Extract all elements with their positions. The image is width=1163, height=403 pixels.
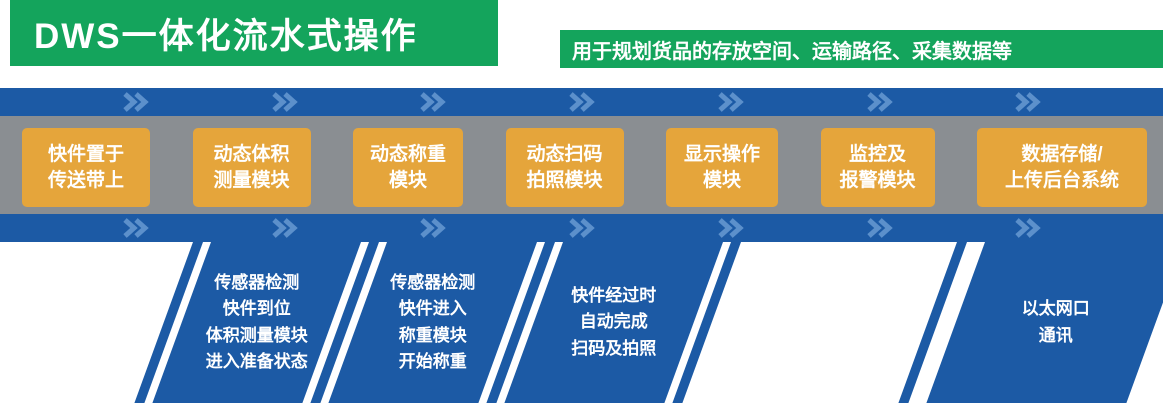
process-step-2: 动态体积 测量模块 [192,128,311,207]
page-title: DWS一体化流水式操作 [10,0,498,66]
detail-panel-2: 传感器检测 快件进入 称重模块 开始称重 [328,242,537,403]
chevron-right-icon [718,218,744,238]
detail-panel-text: 以太网口 通讯 [1021,299,1090,345]
chevron-right-icon [569,92,595,112]
detail-panels: 传感器检测 快件到位 体积测量模块 进入准备状态 传感器检测 快件进入 称重模块… [0,242,1163,403]
chevron-right-icon [718,92,744,112]
chevron-right-icon [420,92,447,112]
chevron-right-icon [123,92,149,112]
flow-arrow-strip-top [0,88,1163,116]
process-step-5: 显示操作 模块 [666,128,778,207]
detail-panel-1: 传感器检测 快件到位 体积测量模块 进入准备状态 [152,242,361,403]
process-step-7: 数据存储/ 上传后台系统 [977,128,1147,207]
detail-panel-text: 快件经过时 自动完成 扫码及拍照 [571,285,657,358]
flow-arrow-strip-bottom [0,214,1163,242]
detail-panel-text: 传感器检测 快件进入 称重模块 开始称重 [390,272,476,371]
process-step-6: 监控及 报警模块 [820,128,935,207]
detail-panel-4: 以太网口 通讯 [926,242,1163,403]
chevron-right-icon [1015,218,1042,238]
chevron-right-icon [1015,92,1042,112]
process-step-4: 动态扫码 拍照模块 [505,128,624,207]
chevron-right-icon [866,218,893,238]
chevron-right-icon [569,218,595,238]
page-subtitle: 用于规划货品的存放空间、运输路径、采集数据等 [560,30,1163,68]
detail-panel-text: 传感器检测 快件到位 体积测量模块 进入准备状态 [205,272,308,371]
chevron-right-icon [123,218,149,238]
process-step-1: 快件置于 传送带上 [22,128,150,207]
chevron-right-icon [420,218,447,238]
chevron-right-icon [271,218,298,238]
process-steps-row: 快件置于 传送带上 动态体积 测量模块 动态称重 模块 动态扫码 拍照模块 显示… [22,128,1147,207]
process-step-3: 动态称重 模块 [353,128,463,207]
chevron-right-icon [271,92,298,112]
chevron-right-icon [866,92,893,112]
